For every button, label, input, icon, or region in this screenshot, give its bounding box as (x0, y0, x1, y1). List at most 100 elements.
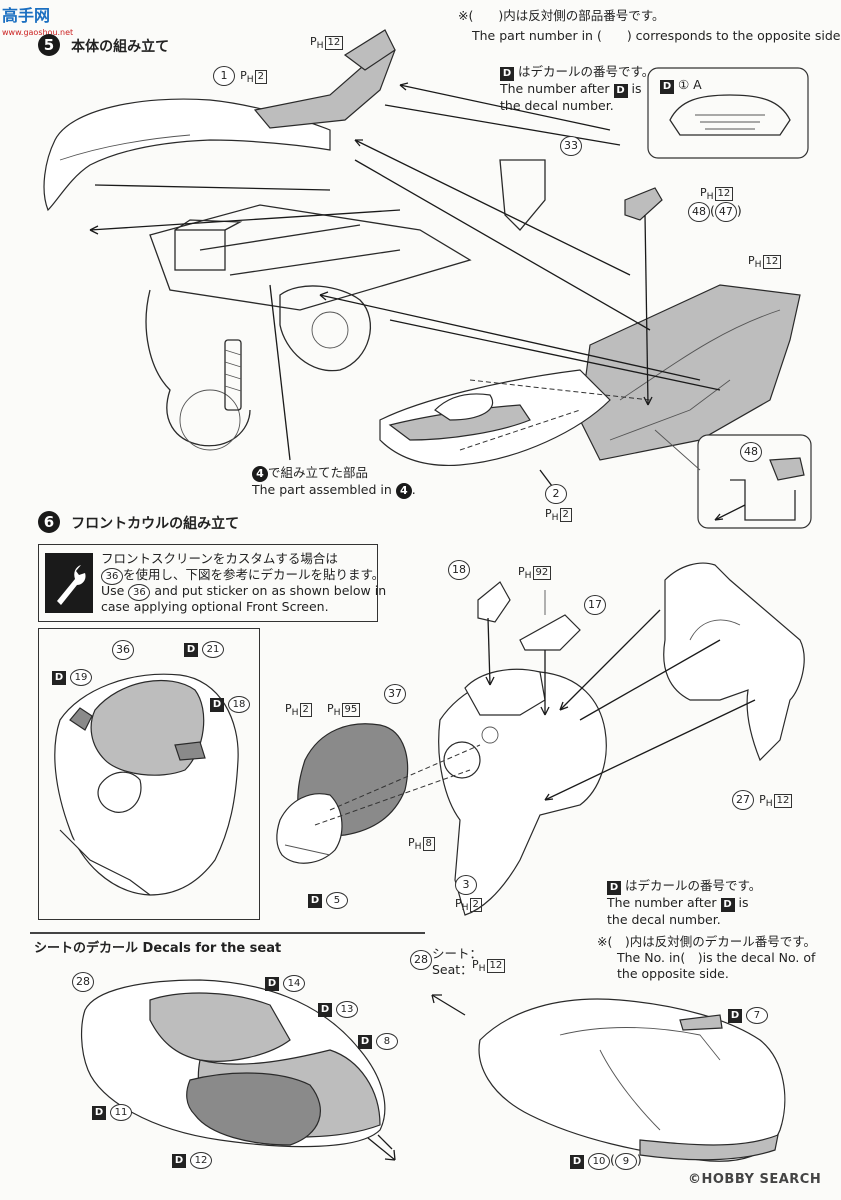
decal-d-icon: D (500, 67, 514, 81)
part-number: 28 (410, 950, 432, 970)
watermark-logo: 高手网 (2, 6, 51, 25)
seat-note-jp: ※( )内は反対側のデカール番号です。 (597, 934, 816, 949)
part-number: 28 (72, 972, 94, 992)
decal-number: 21 (201, 641, 224, 658)
part-number: 48 (688, 202, 710, 222)
callout-decal-10-9: D 10(9) (570, 1152, 642, 1170)
callout-decal-19: D 19 (52, 668, 92, 686)
callout-decal-21: D 21 (184, 640, 224, 658)
callout-decal-7: D 7 (728, 1006, 768, 1024)
decal-number: 19 (69, 669, 92, 686)
seat-title: シートのデカール Decals for the seat (34, 941, 282, 956)
seat-left-drawing (81, 979, 396, 1161)
ph-sub: H (478, 963, 486, 975)
step5-opposite-note-jp: ※( )内は反対側の部品番号です。 (458, 8, 665, 23)
callout-decal-8: D 8 (358, 1032, 398, 1050)
step6-decal-note-en2: is (738, 895, 749, 910)
ph-box: 12 (714, 187, 734, 201)
decal-number: 13 (335, 1001, 358, 1018)
custom-note-jp1: フロントスクリーンをカスタムする場合は (101, 551, 338, 566)
decal-d-icon: D (265, 977, 279, 991)
custom-cowl-drawing (54, 673, 239, 896)
custom-note-en1: Use (101, 583, 125, 598)
callout-seat-part-28: 28 (72, 970, 94, 992)
decal-number: 12 (189, 1152, 212, 1169)
decal-a-label: D ① A (660, 77, 702, 94)
site-watermark: 高手网 www.gaoshou.net (2, 2, 73, 39)
step5-assembly-arrows (89, 82, 721, 491)
part-number: 36 (101, 568, 123, 585)
step5-title: 本体の組み立て (71, 38, 170, 55)
callout-part-33: 33 (560, 134, 582, 156)
step5-decal-note-jp: はデカールの番号です。 (517, 64, 655, 79)
decal-d-icon: D (52, 671, 66, 685)
ph-box: 12 (773, 794, 793, 808)
callout-decal-18: D 18 (210, 695, 250, 713)
step6-decal-note-jp: はデカールの番号です。 (624, 878, 762, 893)
part-number: 17 (584, 595, 606, 615)
decal-number: 14 (282, 975, 305, 992)
callout-decal-13: D 13 (318, 1000, 358, 1018)
decal-a-text: ① A (677, 77, 702, 92)
custom-note-en3: case applying optional Front Screen. (101, 599, 329, 614)
custom-note-en2: and put sticker on as shown below in (154, 583, 387, 598)
ph-sub: H (754, 259, 762, 271)
seat-divider (30, 932, 425, 934)
decal-d-icon: D (172, 1154, 186, 1168)
callout-seat-28: 28 (410, 948, 432, 970)
part-number: 18 (448, 560, 470, 580)
ph-box: 2 (299, 703, 312, 717)
step6-title: フロントカウルの組み立て (71, 515, 240, 532)
step6-header: 6 フロントカウルの組み立て (38, 511, 239, 533)
ph-sub: H (551, 512, 559, 524)
decal-d-icon: D (613, 84, 628, 98)
decal-d-icon: D (358, 1035, 372, 1049)
part-number: 37 (384, 684, 406, 704)
decal-d-icon: D (308, 894, 322, 908)
part-number: 27 (732, 790, 754, 810)
front-cowl-assembly-drawing (276, 562, 805, 916)
step5-header: 5 本体の組み立て (38, 34, 169, 56)
decal-a-inset (647, 67, 809, 159)
custom-note-jp2: を使用し、下図を参考にデカールを貼ります。 (123, 567, 385, 582)
seat-label-jp: シート： (432, 946, 483, 961)
body-frame-drawing (43, 29, 801, 467)
step5-decal-note-en3: the decal number. (500, 98, 614, 113)
ph-box: 2 (559, 508, 572, 522)
seat-right-drawing (431, 994, 786, 1162)
ph-sub: H (524, 570, 532, 582)
decal-number: 10 (587, 1153, 610, 1170)
decal-d-icon: D (184, 643, 198, 657)
seat-note-en2: the opposite side. (617, 966, 729, 981)
ph-box: 2 (254, 70, 267, 84)
callout-decal-12: D 12 (172, 1151, 212, 1169)
part-number: 1 (213, 66, 235, 86)
step5-opposite-note-en: The part number in ( ) corresponds to th… (472, 28, 841, 43)
callout-part-17: 17 (584, 593, 606, 615)
ph-box: 92 (532, 566, 552, 580)
part-number: 48 (740, 442, 762, 462)
part-number: 2 (545, 484, 567, 504)
hobbysearch-watermark: ©HOBBY SEARCH (688, 1172, 822, 1187)
part-number: 33 (560, 136, 582, 156)
decal-number: 9 (614, 1153, 637, 1170)
part-number: 3 (455, 875, 477, 895)
part-number: 36 (112, 640, 134, 660)
wrench-icon (45, 553, 93, 613)
ph-sub: H (706, 191, 714, 203)
ph-sub: H (765, 798, 773, 810)
step6-decal-note-en3: the decal number. (607, 912, 721, 927)
decal-d-icon: D (660, 80, 674, 94)
step6-number: 6 (38, 511, 60, 533)
